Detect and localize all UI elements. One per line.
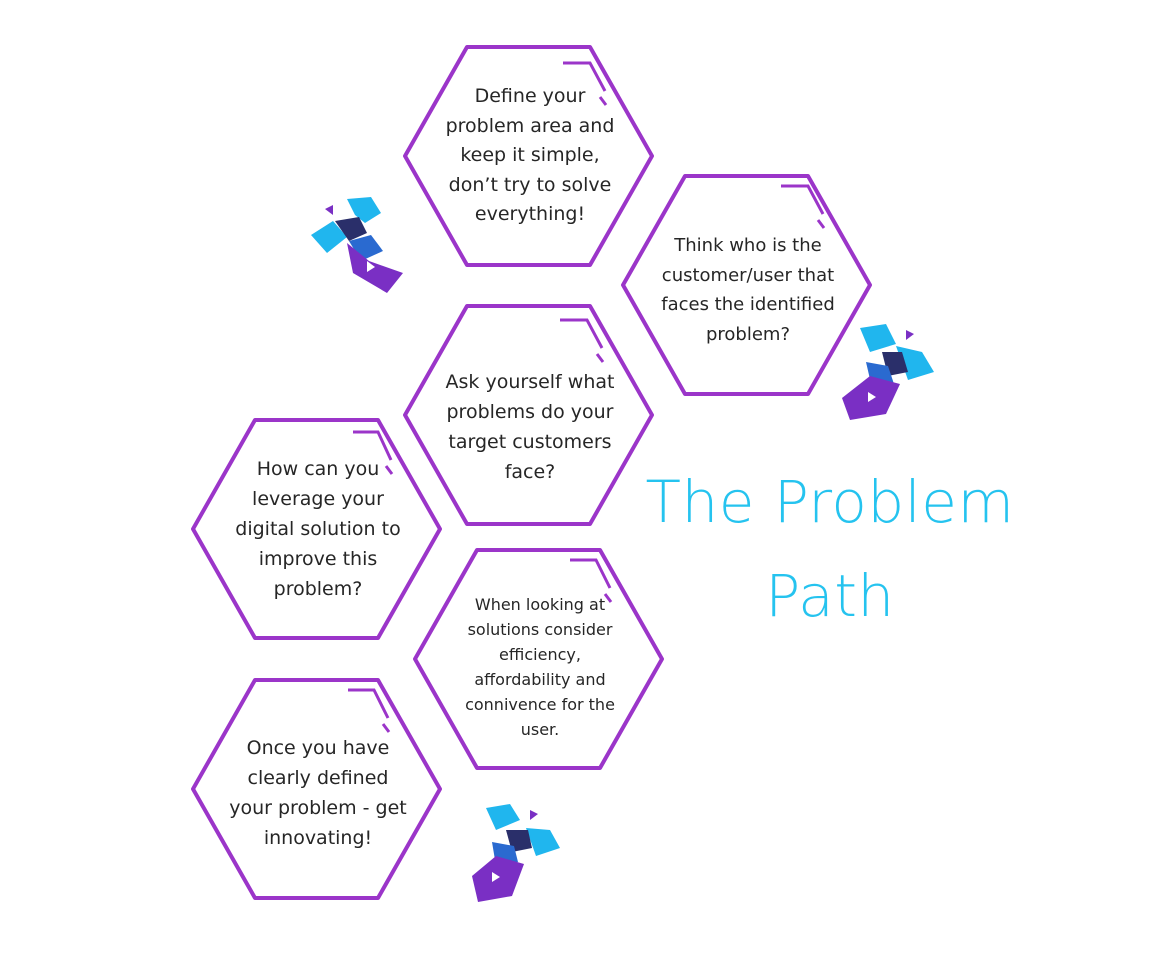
hexagon-outline-icon xyxy=(403,45,654,267)
hexagon-outline-icon xyxy=(191,418,442,640)
brand-logo-mark-icon xyxy=(472,804,560,902)
title-line-1: The Problem xyxy=(645,468,1015,536)
hexagon-outline-icon xyxy=(191,678,442,900)
step-1-text: Define your problem area and keep it sim… xyxy=(445,85,615,226)
hexagon-step-2: Think who is the customer/user that face… xyxy=(618,172,878,398)
step-4-text: How can you leverage your digital soluti… xyxy=(235,458,401,600)
hexagon-step-4: How can you leverage your digital soluti… xyxy=(188,416,448,642)
hexagon-step-6: Once you have clearly defined your probl… xyxy=(188,676,448,902)
title-line-2: Path xyxy=(765,562,895,630)
hexagon-step-5: When looking at solutions consider effic… xyxy=(410,546,670,772)
brand-logo-mark-icon xyxy=(311,197,403,293)
hexagon-outline-icon xyxy=(403,304,654,526)
step-6-text: Once you have clearly defined your probl… xyxy=(229,737,407,849)
step-3-text: Ask yourself what problems do your targe… xyxy=(445,371,615,483)
diagram-title: The Problem Path xyxy=(630,455,1030,643)
brand-logo-mark-icon xyxy=(842,324,934,420)
hexagon-outline-icon xyxy=(621,174,872,396)
hexagon-outline-icon xyxy=(413,548,664,770)
step-2-text: Think who is the customer/user that face… xyxy=(661,235,835,345)
hexagon-step-1: Define your problem area and keep it sim… xyxy=(400,43,660,269)
hexagon-step-3: Ask yourself what problems do your targe… xyxy=(400,302,660,528)
step-5-text: When looking at solutions consider effic… xyxy=(465,595,615,739)
